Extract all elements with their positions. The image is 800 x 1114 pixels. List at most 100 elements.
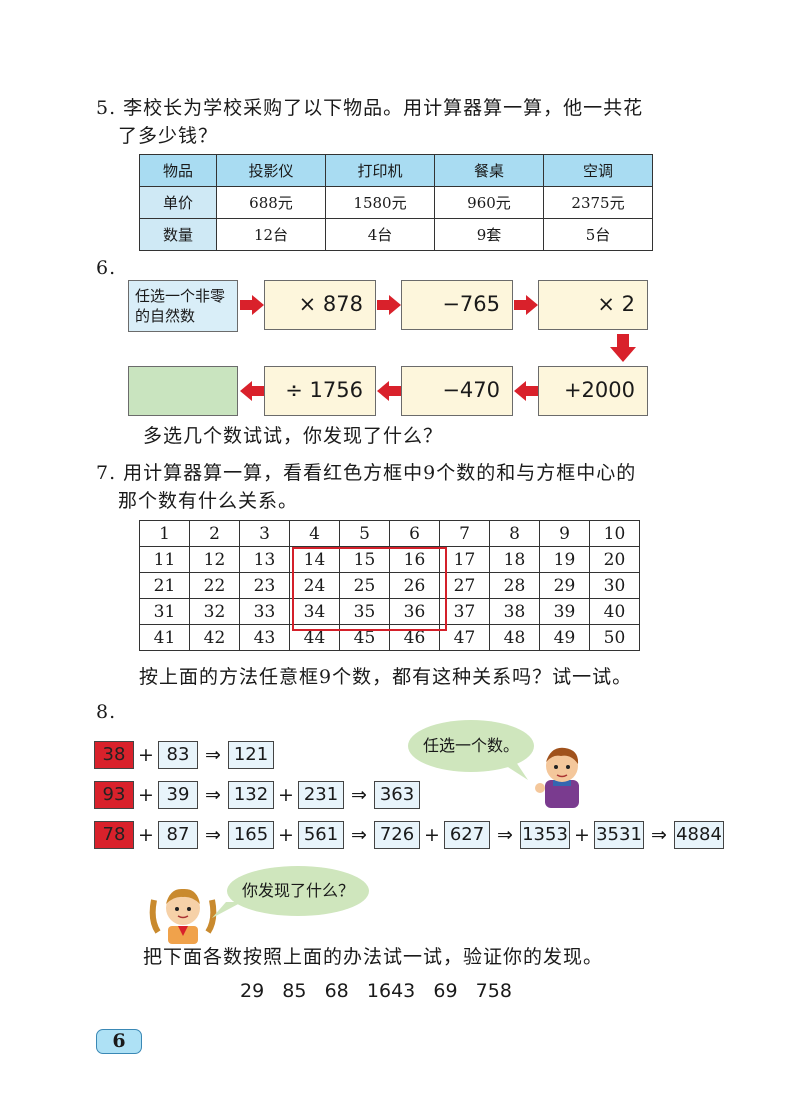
grid-cell: 33 [239, 598, 290, 625]
grid-cell: 32 [189, 598, 240, 625]
grid-cell: 28 [489, 572, 540, 599]
q7-red-frame [292, 547, 447, 631]
implies-arrow-icon: ⇒ [351, 784, 367, 806]
grid-cell: 39 [539, 598, 590, 625]
q7-prompt: 按上面的方法任意框9个数，都有这种关系吗？试一试。 [139, 666, 633, 688]
number-box: 121 [228, 741, 274, 769]
grid-cell: 42 [189, 624, 240, 651]
q6-op-box: × 878 [264, 280, 376, 330]
table-row-header: 数量 [139, 218, 217, 251]
q6-op-box: −765 [401, 280, 513, 330]
table-cell: 12台 [216, 218, 326, 251]
right-arrow-icon [514, 295, 538, 315]
table-cell: 9套 [434, 218, 544, 251]
number-box: 132 [228, 781, 274, 809]
q6-op-box: × 2 [538, 280, 648, 330]
q6-op-box: +2000 [538, 366, 648, 416]
girl-illustration [149, 888, 217, 944]
q8-number: 8. [96, 701, 117, 723]
table-header-cell: 打印机 [325, 154, 435, 187]
q5-text-line1: 5. 李校长为学校采购了以下物品。用计算器算一算，他一共花 [96, 97, 644, 119]
plus-sign: + [138, 824, 154, 846]
number-box: 231 [298, 781, 344, 809]
grid-cell: 41 [139, 624, 190, 651]
grid-cell: 22 [189, 572, 240, 599]
grid-cell: 6 [389, 520, 440, 547]
grid-cell: 4 [289, 520, 340, 547]
number-box: 165 [228, 821, 274, 849]
number-box: 1353 [520, 821, 570, 849]
grid-cell: 16 [389, 546, 440, 573]
number-box: 3531 [594, 821, 644, 849]
grid-cell: 35 [339, 598, 390, 625]
number-box: 87 [158, 821, 198, 849]
grid-cell: 8 [489, 520, 540, 547]
q7-text-line2: 那个数有什么关系。 [118, 490, 299, 512]
grid-cell: 47 [439, 624, 490, 651]
q6-op-box: ÷ 1756 [264, 366, 376, 416]
grid-cell: 10 [589, 520, 640, 547]
grid-cell: 1 [139, 520, 190, 547]
number-box: 83 [158, 741, 198, 769]
plus-sign: + [138, 784, 154, 806]
table-cell: 688元 [216, 186, 326, 219]
table-cell: 2375元 [543, 186, 653, 219]
q5-text-line2: 了多少钱？ [118, 125, 219, 147]
grid-cell: 3 [239, 520, 290, 547]
plus-sign: + [138, 744, 154, 766]
number-box: 4884 [674, 821, 724, 849]
q6-prompt: 多选几个数试试，你发现了什么？ [143, 425, 444, 447]
table-cell: 960元 [434, 186, 544, 219]
left-arrow-icon [240, 381, 264, 401]
number-box: 561 [298, 821, 344, 849]
grid-cell: 46 [389, 624, 440, 651]
implies-arrow-icon: ⇒ [651, 824, 667, 846]
right-arrow-icon [377, 295, 401, 315]
grid-cell: 18 [489, 546, 540, 573]
plus-sign: + [278, 784, 294, 806]
grid-cell: 2 [189, 520, 240, 547]
q5-price-table: 物品 投影仪 打印机 餐桌 空调 单价 688元 1580元 960元 2375… [139, 154, 653, 251]
table-cell: 5台 [543, 218, 653, 251]
plus-sign: + [278, 824, 294, 846]
q8-prompt: 把下面各数按照上面的办法试一试，验证你的发现。 [143, 946, 604, 968]
table-cell: 4台 [325, 218, 435, 251]
grid-cell: 12 [189, 546, 240, 573]
chosen-number-box: 93 [94, 781, 134, 809]
q8-numbers: 29 85 68 1643 69 758 [240, 980, 512, 1002]
down-arrow-icon [610, 334, 636, 362]
table-header-cell: 物品 [139, 154, 217, 187]
grid-cell: 29 [539, 572, 590, 599]
table-header-cell: 餐桌 [434, 154, 544, 187]
grid-cell: 30 [589, 572, 640, 599]
plus-sign: + [424, 824, 440, 846]
grid-cell: 49 [539, 624, 590, 651]
table-cell: 1580元 [325, 186, 435, 219]
table-header-cell: 投影仪 [216, 154, 326, 187]
q6-start-box: 任选一个非零的自然数 [128, 280, 238, 332]
implies-arrow-icon: ⇒ [205, 824, 221, 846]
number-box: 363 [374, 781, 420, 809]
grid-cell: 40 [589, 598, 640, 625]
left-arrow-icon [514, 381, 538, 401]
grid-cell: 50 [589, 624, 640, 651]
grid-cell: 43 [239, 624, 290, 651]
grid-cell: 17 [439, 546, 490, 573]
grid-cell: 19 [539, 546, 590, 573]
grid-cell: 7 [439, 520, 490, 547]
implies-arrow-icon: ⇒ [205, 744, 221, 766]
q6-op-box: −470 [401, 366, 513, 416]
table-header-cell: 空调 [543, 154, 653, 187]
grid-cell: 38 [489, 598, 540, 625]
number-box: 39 [158, 781, 198, 809]
right-arrow-icon [240, 295, 264, 315]
boy-illustration [535, 747, 579, 808]
grid-cell: 11 [139, 546, 190, 573]
table-row-header: 单价 [139, 186, 217, 219]
